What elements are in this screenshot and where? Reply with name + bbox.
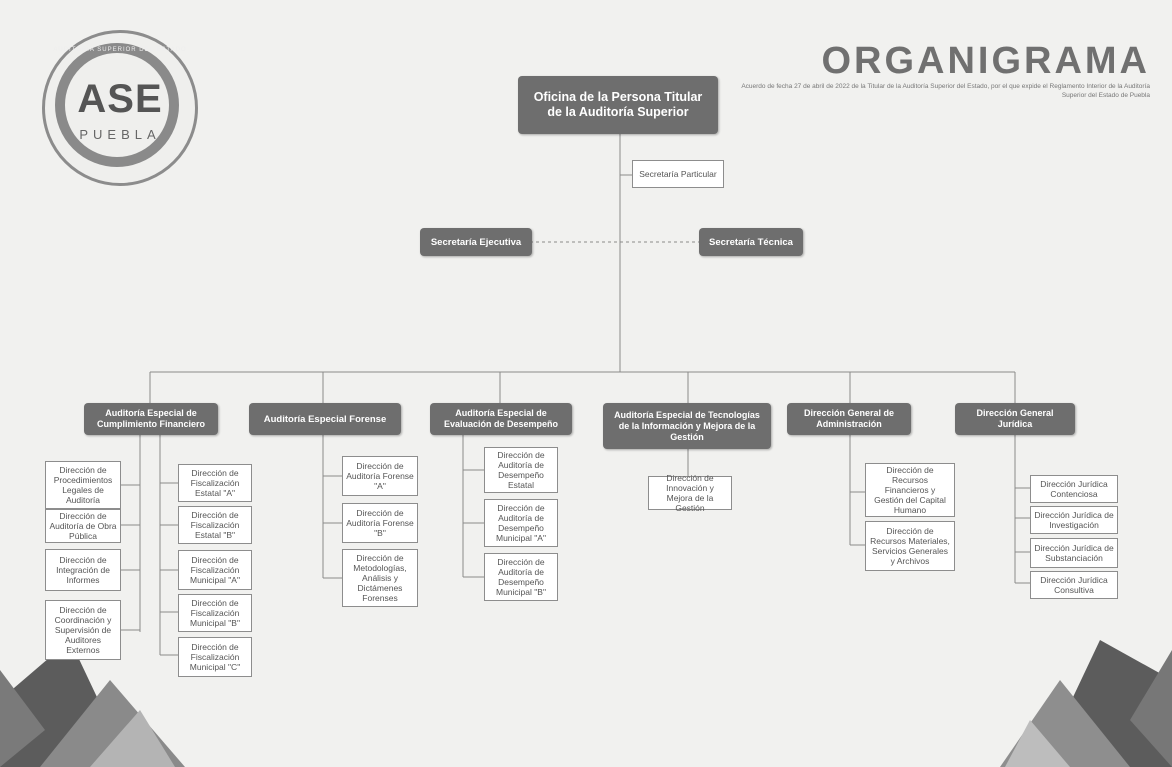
node-juridica-contenciosa: Dirección Jurídica Contenciosa xyxy=(1030,475,1118,503)
node-procedimientos-legales: Dirección de Procedimientos Legales de A… xyxy=(45,461,121,509)
node-obra-publica: Dirección de Auditoría de Obra Pública xyxy=(45,509,121,543)
node-recursos-financieros: Dirección de Recursos Financieros y Gest… xyxy=(865,463,955,517)
node-tecnologias: Auditoría Especial de Tecnologías de la … xyxy=(603,403,771,449)
node-fiscalizacion-estatal-a: Dirección de Fiscalización Estatal "A" xyxy=(178,464,252,502)
node-forense-b: Dirección de Auditoría Forense "B" xyxy=(342,503,418,543)
node-juridica-consultiva: Dirección Jurídica Consultiva xyxy=(1030,571,1118,599)
node-integracion-informes: Dirección de Integración de Informes xyxy=(45,549,121,591)
page-subtitle: Acuerdo de fecha 27 de abril de 2022 de … xyxy=(741,83,1150,99)
logo-subtext: PUEBLA xyxy=(79,127,161,142)
logo-ring-text: AUDITORÍA SUPERIOR DEL ESTADO xyxy=(53,47,187,53)
node-coordinacion-auditores: Dirección de Coordinación y Supervisión … xyxy=(45,600,121,660)
node-fiscalizacion-estatal-b: Dirección de Fiscalización Estatal "B" xyxy=(178,506,252,544)
node-metodologias-forenses: Dirección de Metodologías, Análisis y Di… xyxy=(342,549,418,607)
node-fiscalizacion-municipal-b: Dirección de Fiscalización Municipal "B" xyxy=(178,594,252,632)
node-juridica-investigacion: Dirección Jurídica de Investigación xyxy=(1030,506,1118,534)
node-desempeno-municipal-a: Dirección de Auditoría de Desempeño Muni… xyxy=(484,499,558,547)
logo-text: ASE xyxy=(77,77,163,121)
node-desempeno-estatal: Dirección de Auditoría de Desempeño Esta… xyxy=(484,447,558,493)
node-fiscalizacion-municipal-c: Dirección de Fiscalización Municipal "C" xyxy=(178,637,252,677)
node-secretaria-ejecutiva: Secretaría Ejecutiva xyxy=(420,228,532,256)
node-innovacion-mejora: Dirección de Innovación y Mejora de la G… xyxy=(648,473,732,513)
node-forense-a: Dirección de Auditoría Forense "A" xyxy=(342,456,418,496)
decorative-corner-left xyxy=(0,640,185,767)
decorative-corner-right xyxy=(1000,640,1172,767)
logo-ring xyxy=(55,43,179,167)
node-evaluacion-desempeno: Auditoría Especial de Evaluación de Dese… xyxy=(430,403,572,435)
node-auditoria-forense: Auditoría Especial Forense xyxy=(249,403,401,435)
node-desempeno-municipal-b: Dirección de Auditoría de Desempeño Muni… xyxy=(484,553,558,601)
page-title: ORGANIGRAMA xyxy=(821,40,1150,82)
node-juridica: Dirección General Jurídica xyxy=(955,403,1075,435)
node-fiscalizacion-municipal-a: Dirección de Fiscalización Municipal "A" xyxy=(178,550,252,590)
node-secretaria-tecnica: Secretaría Técnica xyxy=(699,228,803,256)
node-titular: Oficina de la Persona Titular de la Audi… xyxy=(518,76,718,134)
node-secretaria-particular: Secretaría Particular xyxy=(632,160,724,188)
ase-logo: AUDITORÍA SUPERIOR DEL ESTADO ASE PUEBLA xyxy=(42,30,198,186)
node-recursos-materiales: Dirección de Recursos Materiales, Servic… xyxy=(865,521,955,571)
node-administracion: Dirección General de Administración xyxy=(787,403,911,435)
node-juridica-substanciacion: Dirección Jurídica de Substanciación xyxy=(1030,538,1118,568)
node-cumplimiento-financiero: Auditoría Especial de Cumplimiento Finan… xyxy=(84,403,218,435)
